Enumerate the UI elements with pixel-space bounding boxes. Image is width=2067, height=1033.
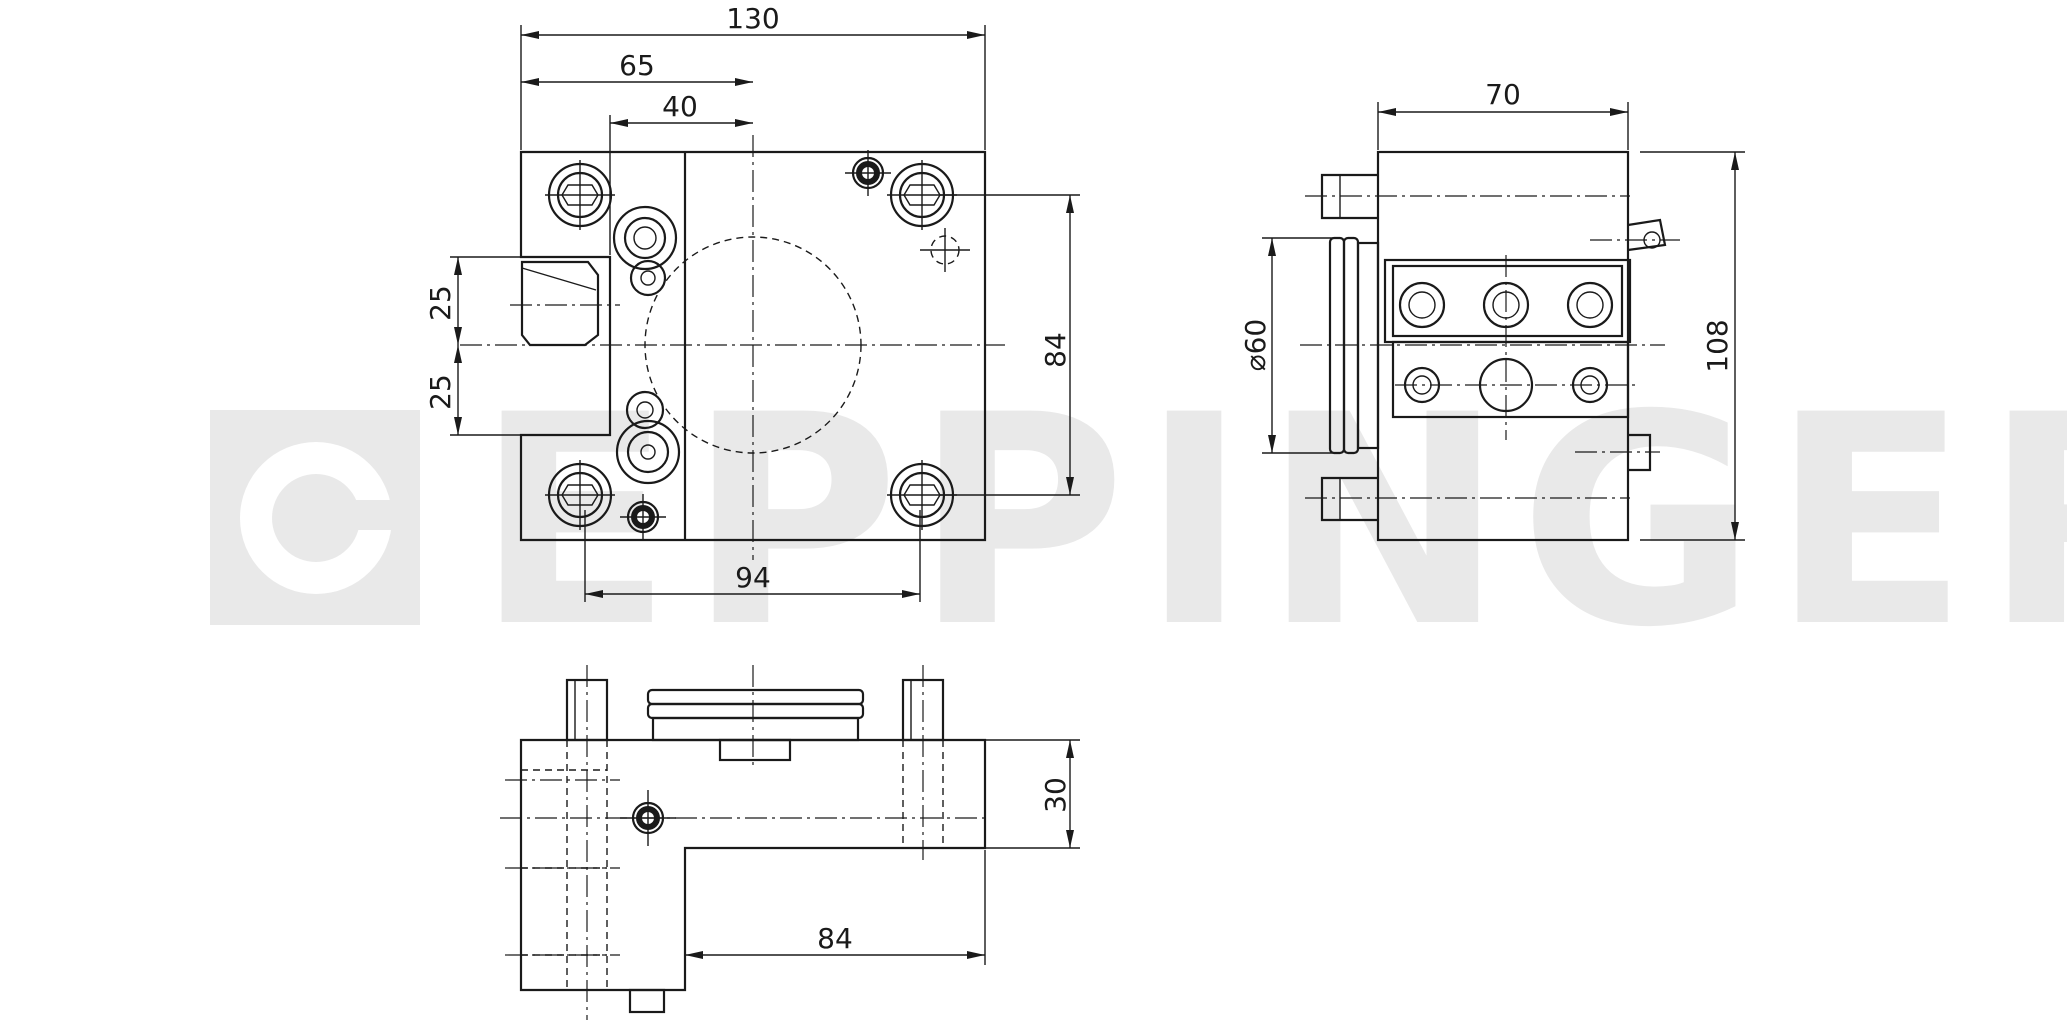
dim-40: 40 xyxy=(609,90,753,255)
dim-label-70: 70 xyxy=(1485,78,1521,111)
clamp-screw-upper xyxy=(612,205,678,297)
side-view: 70 ⌀60 108 xyxy=(1239,78,1745,542)
dim-70: 70 xyxy=(1377,78,1629,150)
dim-label-25-upper: 25 xyxy=(424,285,457,321)
side-pin-bottom xyxy=(1320,476,1378,522)
watermark-brand-text: EPPINGER xyxy=(475,354,2067,691)
dim-84-front: 84 xyxy=(940,194,1080,496)
bottom-flange xyxy=(646,688,865,762)
socket-screw-top-left xyxy=(545,160,615,230)
grub-screw-top xyxy=(845,150,891,196)
dim-label-diameter-60: ⌀60 xyxy=(1239,319,1272,372)
dim-label-40: 40 xyxy=(662,90,698,123)
dim-84-bottom: 84 xyxy=(685,850,986,965)
dim-label-65: 65 xyxy=(619,49,655,82)
bottom-body-outline xyxy=(519,738,987,992)
dim-25-pair: 25 25 xyxy=(424,256,521,436)
side-clamp-block-upper xyxy=(1383,258,1632,344)
dim-108: 108 xyxy=(1640,151,1745,541)
dim-label-84-bottom: 84 xyxy=(817,922,853,955)
bottom-view: 30 84 xyxy=(500,665,1080,1020)
side-screw-3 xyxy=(1566,281,1614,329)
dim-label-25-lower: 25 xyxy=(424,374,457,410)
clamp-wedge xyxy=(520,260,600,347)
side-coolant-nozzle xyxy=(1627,218,1667,252)
dim-label-130: 130 xyxy=(726,2,779,35)
dim-diameter-60: ⌀60 xyxy=(1239,237,1340,454)
dim-label-30: 30 xyxy=(1039,777,1072,813)
dim-30: 30 xyxy=(985,739,1080,849)
side-clamp-block-lower xyxy=(1391,340,1630,419)
clamp-wedge-edge xyxy=(521,267,597,291)
side-clamp-block-upper-inner xyxy=(1391,264,1624,338)
watermark-logo-bar xyxy=(300,500,410,530)
coolant-port-hidden xyxy=(920,228,970,272)
dim-65: 65 xyxy=(521,49,753,86)
clamp-screw-lower xyxy=(615,390,681,485)
dim-label-84-front: 84 xyxy=(1039,332,1072,368)
front-view: 130 65 40 25 25 84 xyxy=(424,2,1080,602)
dim-label-94: 94 xyxy=(735,561,771,594)
eppinger-watermark: EPPINGER xyxy=(210,354,2067,691)
dim-label-108: 108 xyxy=(1701,319,1734,372)
dim-94: 94 xyxy=(584,510,921,602)
bottom-stop-pin xyxy=(628,988,666,1014)
socket-screw-bottom-left xyxy=(545,460,615,530)
grub-screw-bottom xyxy=(620,494,666,540)
dim-130: 130 xyxy=(520,2,986,150)
side-screw-1 xyxy=(1398,281,1446,329)
